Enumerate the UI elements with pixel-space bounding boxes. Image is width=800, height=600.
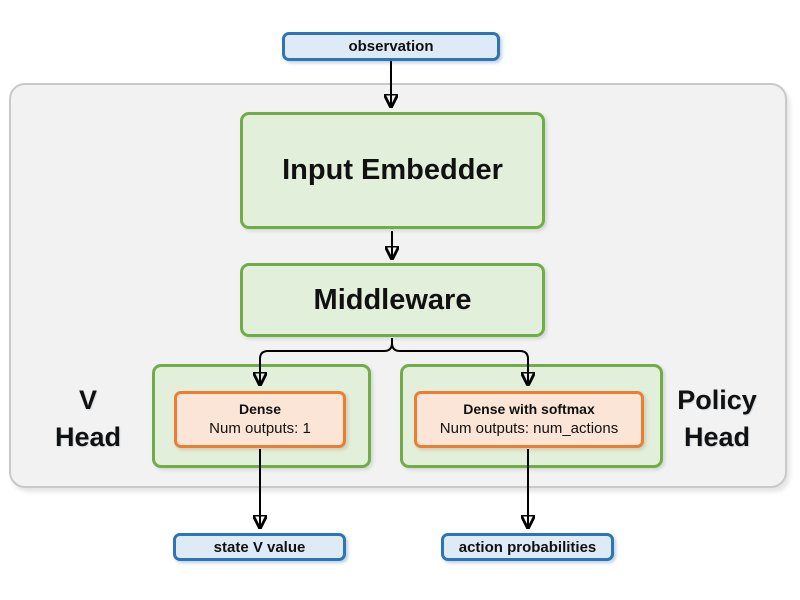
observation-node: observation — [282, 32, 500, 61]
v-head-label-line1: V — [78, 385, 97, 415]
action-probabilities-label: action probabilities — [458, 538, 597, 556]
state-v-value-node: state V value — [173, 533, 346, 561]
input-embedder-node: Input Embedder — [240, 112, 545, 229]
dense-node: Dense Num outputs: 1 — [174, 391, 346, 448]
v-head-label: V Head — [36, 382, 140, 456]
dense-title: Dense — [238, 401, 282, 417]
dense-softmax-title: Dense with softmax — [463, 401, 595, 417]
policy-head-label: Policy Head — [660, 382, 774, 456]
dense-softmax-node: Dense with softmax Num outputs: num_acti… — [414, 391, 644, 448]
middleware-node: Middleware — [240, 263, 545, 337]
observation-label: observation — [348, 38, 434, 55]
v-head-label-line2: Head — [54, 422, 122, 452]
action-probabilities-node: action probabilities — [441, 533, 614, 561]
input-embedder-label: Input Embedder — [282, 154, 503, 186]
dense-subtitle: Num outputs: 1 — [209, 420, 311, 437]
dense-softmax-subtitle: Num outputs: num_actions — [439, 420, 619, 437]
policy-head-label-line2: Head — [683, 422, 751, 452]
policy-head-label-line1: Policy — [677, 385, 757, 415]
middleware-label: Middleware — [313, 283, 472, 316]
state-v-value-label: state V value — [213, 538, 306, 556]
